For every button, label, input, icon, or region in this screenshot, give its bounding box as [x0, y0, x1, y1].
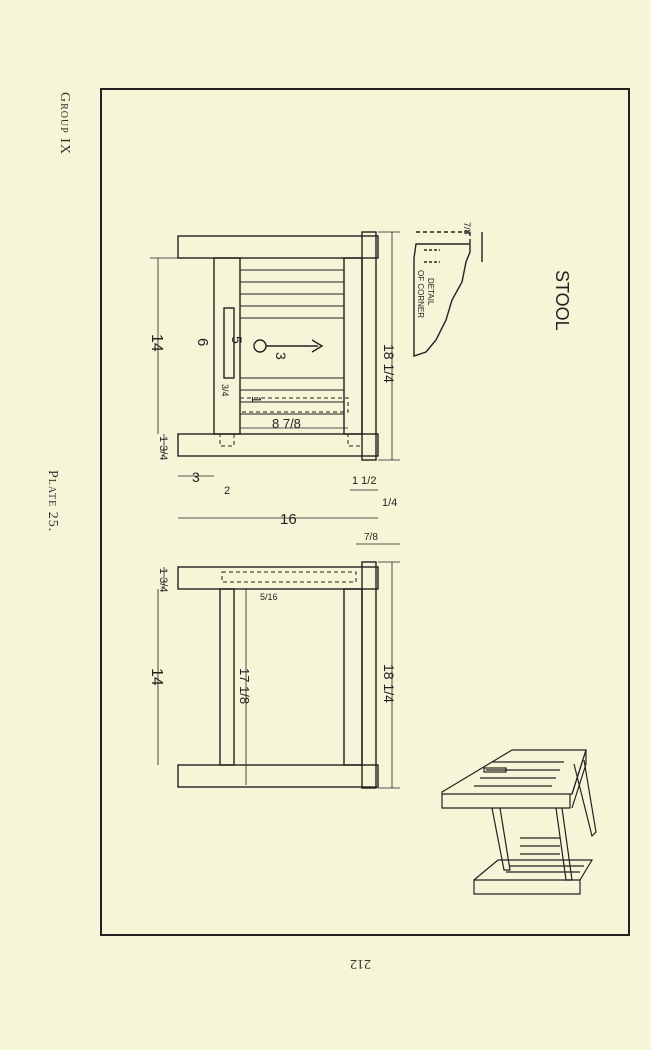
seat-left-stile	[213, 257, 241, 435]
lower-top-edge	[361, 561, 377, 789]
bottom-rail	[177, 764, 379, 788]
page-number: 212	[350, 956, 371, 971]
seat-slats	[240, 269, 344, 415]
drawing-title: STOOL	[552, 270, 572, 331]
plate-frame	[100, 88, 630, 936]
dim-bottom-14: 14	[148, 668, 165, 686]
dim-slat-6: 6	[194, 338, 211, 346]
corner-dim: 7/8	[462, 222, 472, 235]
dim-3-4: 3/4	[220, 384, 230, 397]
hand-slot	[223, 307, 235, 379]
dim-17-1-8: 17 1/8	[237, 668, 252, 704]
dim-top-height: 14	[148, 334, 165, 352]
detail-label-2: OF CORNER	[416, 270, 425, 318]
dim-1: 1	[249, 396, 264, 403]
seat-top-edge	[361, 231, 377, 461]
seat-side-rail	[177, 433, 379, 457]
arrow	[266, 339, 324, 353]
seat-end-rail	[177, 235, 379, 259]
dim-left-3: 3	[192, 469, 200, 485]
lower-left-leg	[219, 588, 235, 766]
corner-detail	[413, 231, 483, 357]
dim-left-2: 2	[224, 485, 230, 497]
dim-total-top: 18 1/4	[381, 344, 397, 383]
dim-arrow-3: 3	[273, 352, 289, 360]
dim-5-16: 5/16	[260, 592, 278, 602]
middle-rail	[177, 566, 379, 590]
lower-right-leg	[343, 588, 363, 766]
detail-label-1: DETAIL	[426, 278, 435, 306]
stool-perspective-sketch	[441, 749, 597, 895]
dim-width-16: 16	[280, 511, 297, 528]
dim-rail-mid: 1 3/4	[157, 568, 169, 592]
dim-8-7-8: 8 7/8	[272, 416, 301, 431]
pin-hole	[253, 339, 267, 353]
seat-right-stile	[343, 257, 363, 435]
dim-rail-top: 1 3/4	[157, 436, 169, 460]
dim-total-bottom: 18 1/4	[381, 664, 397, 703]
dim-1-4: 1/4	[382, 497, 397, 509]
dim-slat-5: 5	[229, 336, 245, 344]
dim-1-1-2: 1 1/2	[352, 475, 376, 487]
dim-7-8: 7/8	[364, 532, 378, 543]
